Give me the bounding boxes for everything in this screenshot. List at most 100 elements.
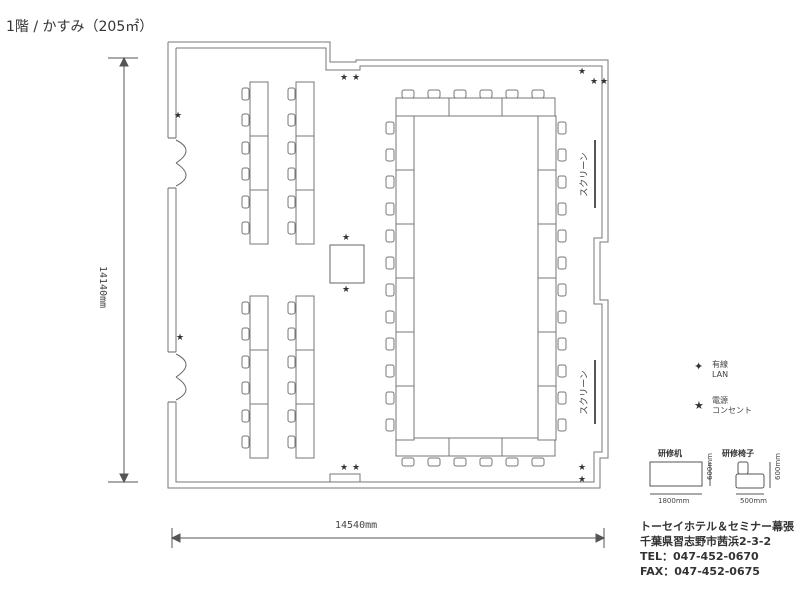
chair <box>241 301 250 315</box>
lan-legend-icon: ✦ <box>694 360 703 373</box>
chair <box>557 283 567 297</box>
chair <box>287 301 296 315</box>
desk <box>395 277 415 333</box>
outlet-legend-icon: ★ <box>694 399 704 412</box>
desk <box>395 97 450 117</box>
dimension-lines <box>108 56 606 548</box>
desk-depth: 600mm <box>706 453 714 480</box>
desk <box>249 81 269 137</box>
venue-tel: TEL：047-452-0670 <box>640 550 759 563</box>
chair <box>287 327 296 341</box>
height-dimension: 14140mm <box>97 266 108 309</box>
desk <box>295 403 315 459</box>
chair <box>531 457 545 467</box>
center-pillar <box>329 244 365 284</box>
chair <box>241 409 250 423</box>
chair <box>427 89 441 99</box>
chair <box>385 202 395 216</box>
screen-label-top: スクリーン <box>579 152 590 197</box>
chair <box>557 202 567 216</box>
chair <box>287 87 296 101</box>
chair <box>401 89 415 99</box>
chair <box>385 391 395 405</box>
chair <box>241 167 250 181</box>
chair <box>505 89 519 99</box>
chair <box>557 121 567 135</box>
venue-name: トーセイホテル＆セミナー幕張 <box>640 520 794 533</box>
chair <box>241 195 250 209</box>
outlet-star-icon: ★ <box>578 67 586 77</box>
chair <box>453 89 467 99</box>
desk <box>295 349 315 405</box>
venue-address-block: トーセイホテル＆セミナー幕張 千葉県習志野市茜浜2-3-2 TEL：047-45… <box>640 519 794 579</box>
desk <box>395 437 450 457</box>
door-top-left <box>166 137 187 189</box>
chair <box>427 457 441 467</box>
desk <box>537 115 557 171</box>
chair <box>531 89 545 99</box>
desk <box>295 81 315 137</box>
desk <box>395 331 415 387</box>
chair <box>287 167 296 181</box>
chair-width: 500mm <box>740 497 767 505</box>
chair <box>385 310 395 324</box>
chair <box>241 87 250 101</box>
desk <box>448 437 503 457</box>
desk <box>249 403 269 459</box>
lan-legend-label: 有線 LAN <box>712 360 729 379</box>
chair <box>287 381 296 395</box>
chair <box>241 355 250 369</box>
chair <box>385 283 395 297</box>
chair <box>287 435 296 449</box>
desk <box>395 169 415 225</box>
venue-street: 千葉県習志野市茜浜2-3-2 <box>640 535 772 548</box>
page-title: 1階 / かすみ（205㎡） <box>6 19 154 35</box>
chair <box>479 457 493 467</box>
chair <box>385 256 395 270</box>
outlet-legend-label: 電源 コンセント <box>712 396 752 415</box>
chair <box>241 221 250 235</box>
desk <box>537 169 557 225</box>
desk-sample <box>649 461 711 495</box>
outlet-star-icon: ★ <box>340 463 348 473</box>
chair <box>241 327 250 341</box>
outlet-star-icon: ★ <box>352 73 360 83</box>
chair <box>557 337 567 351</box>
desk <box>395 223 415 279</box>
chair <box>241 435 250 449</box>
desk <box>249 135 269 191</box>
outlet-star-icon: ★ <box>578 463 586 473</box>
desk <box>295 135 315 191</box>
outlet-star-icon: ★ <box>174 111 182 121</box>
chair-sample <box>735 461 771 495</box>
chair <box>287 195 296 209</box>
outlet-star-icon: ★ <box>590 77 598 87</box>
tables-group <box>241 81 567 467</box>
outlet-stars-group: ★★★★★★★★★★★★★ <box>174 67 608 485</box>
outlet-star-icon: ★ <box>578 475 586 485</box>
room-walls <box>167 41 609 489</box>
door-bottom-left <box>166 351 187 403</box>
outlet-star-icon: ★ <box>340 73 348 83</box>
desk <box>295 295 315 351</box>
desk <box>537 277 557 333</box>
desk <box>249 349 269 405</box>
chair <box>385 148 395 162</box>
chair <box>287 355 296 369</box>
desk <box>537 331 557 387</box>
desk <box>501 97 556 117</box>
desk-label: 研修机 <box>658 449 682 458</box>
desk <box>501 437 556 457</box>
chair <box>385 175 395 189</box>
desk <box>295 189 315 245</box>
desk <box>448 97 503 117</box>
chair <box>287 113 296 127</box>
chair <box>453 457 467 467</box>
chair <box>287 409 296 423</box>
desk <box>395 115 415 171</box>
venue-fax: FAX：047-452-0675 <box>640 565 760 578</box>
chair <box>385 364 395 378</box>
chair <box>385 121 395 135</box>
screen-label-bottom: スクリーン <box>579 370 590 415</box>
